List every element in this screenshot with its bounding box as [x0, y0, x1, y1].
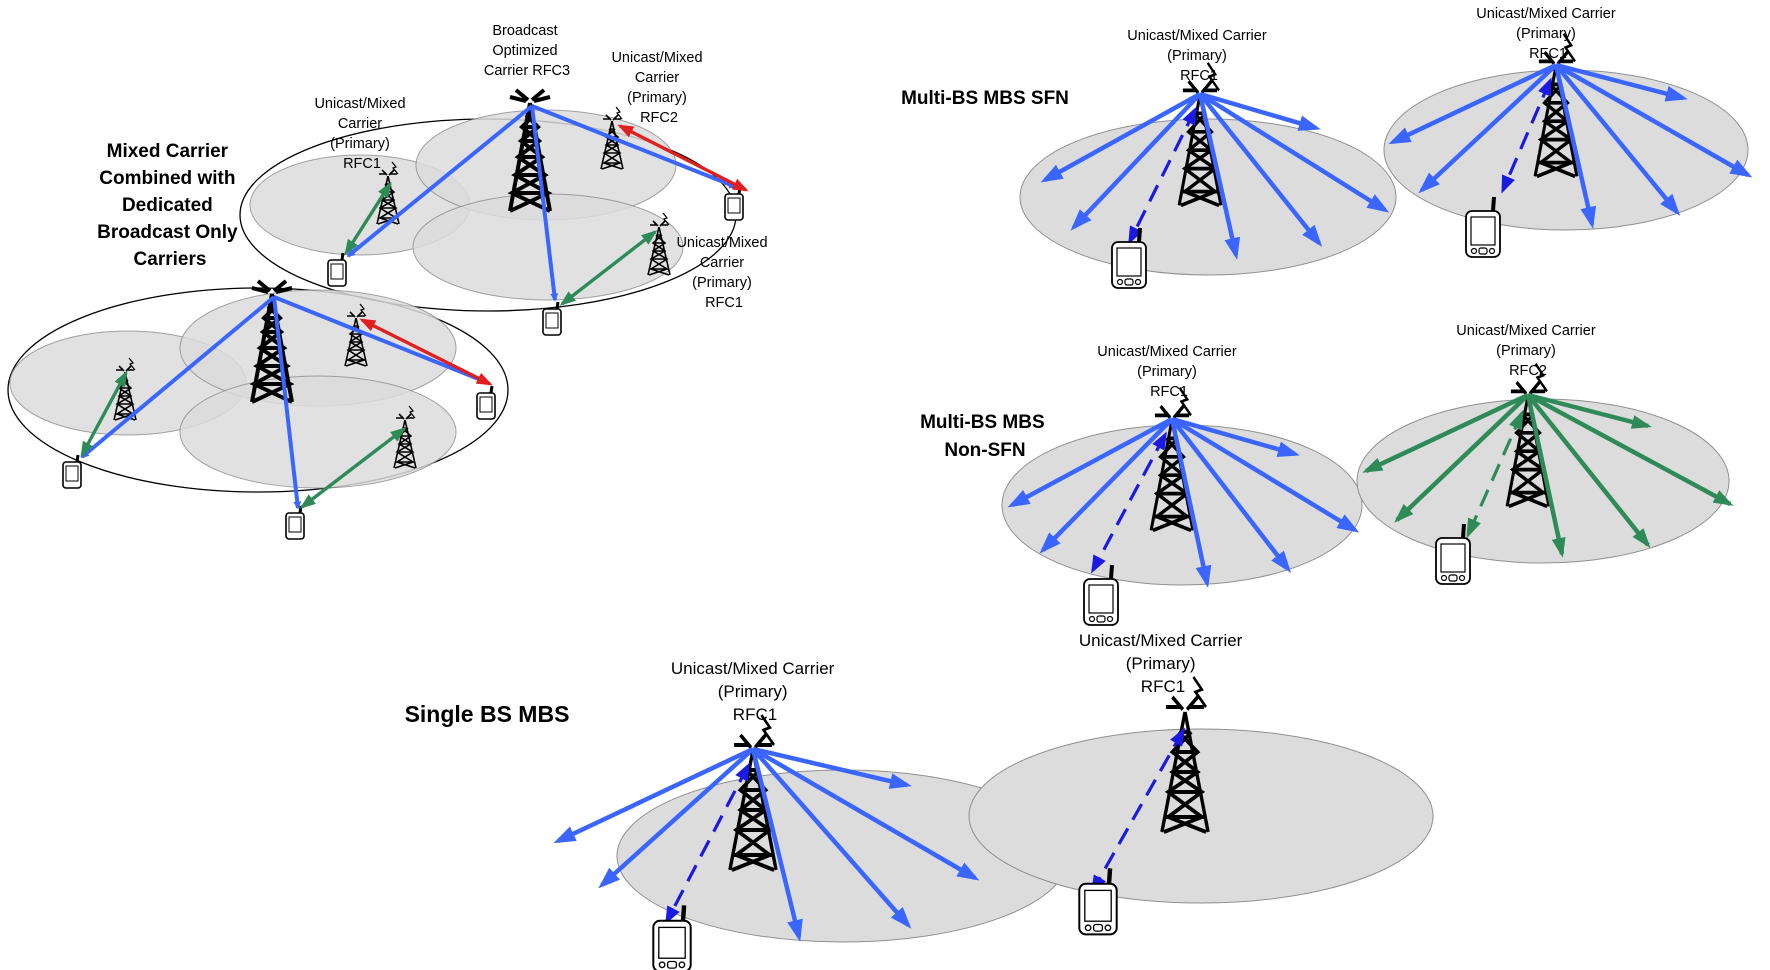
cell-area	[1383, 69, 1749, 231]
cell-area	[179, 375, 457, 489]
rfc1-label: Unicast/Mixed Carrier (Primary) RFC1	[676, 235, 771, 311]
phone-icon	[653, 905, 690, 970]
single-bs-section: Single BS MBS Unicast/Mixed Carrier (Pri…	[405, 631, 1434, 970]
broadcast-link-arrow	[1527, 392, 1652, 429]
phone-icon	[723, 185, 745, 222]
broadcast-link-arrow	[1362, 392, 1529, 474]
mixed-carrier-title: Mixed Carrier Combined with Dedicated Br…	[97, 141, 243, 270]
phone-icon	[475, 384, 497, 421]
broadcast-link-arrow	[1199, 91, 1321, 131]
unicast-link-arrow	[344, 181, 392, 256]
broadcast-link-arrow	[530, 105, 559, 302]
cell-area	[1001, 424, 1363, 586]
broadcast-link-arrow	[1555, 62, 1688, 102]
broadcast-link-arrow	[1526, 393, 1651, 549]
unicast-link-arrow	[359, 318, 493, 386]
phone-icon	[326, 251, 348, 288]
phone-icon	[284, 504, 306, 541]
rfc1-label: Unicast/Mixed Carrier (Primary) RFC1	[671, 659, 839, 724]
non-sfn-title: Multi-BS MBS Non-SFN	[920, 412, 1050, 461]
broadcast-link-arrow	[1197, 93, 1241, 260]
rfc1-label: Unicast/Mixed Carrier (Primary) RFC1	[1097, 344, 1240, 400]
non-sfn-section: Multi-BS MBS Non-SFN Unicast/Mixed Carri…	[920, 323, 1734, 627]
rfc1-label: Unicast/Mixed Carrier (Primary) RFC1	[314, 96, 409, 172]
broadcast-link-arrow	[751, 747, 912, 929]
broadcast-link-arrow	[1171, 416, 1300, 458]
unicast-link-arrow	[1466, 409, 1524, 539]
broadcast-link-arrow	[272, 296, 302, 510]
broadcast-link-arrow	[1554, 63, 1681, 216]
broadcast-link-arrow	[750, 748, 803, 942]
broadcast-link-arrow	[1525, 394, 1566, 558]
broadcast-link-arrow	[752, 746, 912, 789]
mixed-carrier-section: Mixed Carrier Combined with Dedicated Br…	[7, 23, 771, 541]
sfn-section: Multi-BS MBS SFN Unicast/Mixed Carrier (…	[901, 6, 1753, 290]
broadcast-link-arrow	[1554, 63, 1753, 178]
rfc1-label: Unicast/Mixed Carrier (Primary) RFC1	[1127, 28, 1270, 84]
rfc2-label: Unicast/Mixed Carrier (Primary) RFC2	[611, 50, 706, 126]
broadcast-link-arrow	[1526, 393, 1734, 506]
rfc1-label: Unicast/Mixed Carrier (Primary) RFC1	[1079, 631, 1247, 696]
unicast-link-arrow	[299, 427, 407, 509]
unicast-link-arrow	[1501, 77, 1552, 194]
unicast-link-arrow	[559, 230, 658, 306]
unicast-link-arrow	[1091, 431, 1167, 574]
phone-icon	[61, 453, 83, 490]
broadcast-link-arrow	[1169, 418, 1212, 588]
rfc2-label: Unicast/Mixed Carrier (Primary) RFC2	[1456, 323, 1599, 379]
rfc1-label: Unicast/Mixed Carrier (Primary) RFC1	[1476, 6, 1619, 62]
broadcast-link-arrow	[1553, 64, 1597, 229]
broadcast-link-arrow	[1170, 417, 1292, 573]
unicast-link-arrow	[80, 370, 128, 458]
unicast-link-arrow	[665, 762, 750, 925]
broadcast-link-arrow	[1170, 417, 1360, 533]
broadcast-link-arrow	[1198, 92, 1323, 247]
broadcast-link-arrow	[751, 747, 980, 881]
unicast-link-arrow	[1091, 727, 1185, 894]
single-bs-title: Single BS MBS	[405, 701, 570, 727]
sfn-title: Multi-BS MBS SFN	[901, 88, 1069, 109]
broadcast-link-arrow	[1198, 92, 1390, 213]
unicast-link-arrow	[1128, 106, 1197, 245]
rfc3-label: Broadcast Optimized Carrier RFC3	[484, 23, 570, 79]
unicast-link-arrow	[617, 124, 749, 192]
phone-icon	[541, 300, 563, 337]
